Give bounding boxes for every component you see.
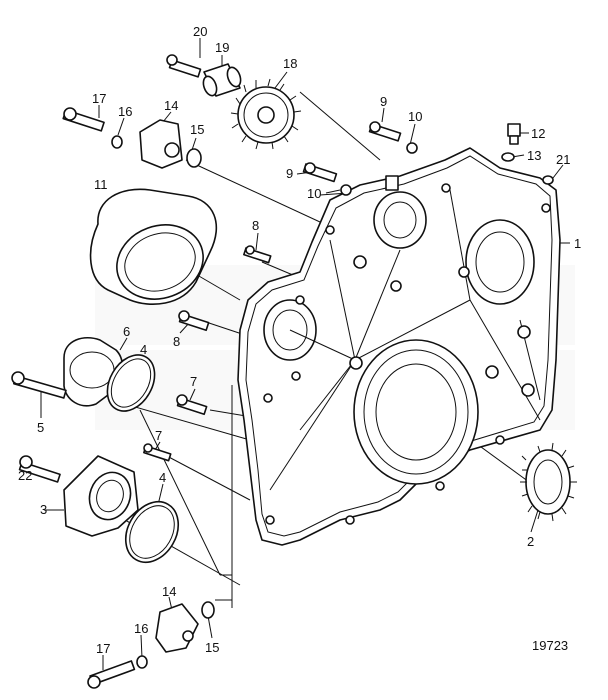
callout-20: 20 <box>193 24 207 39</box>
callout-9-mid: 9 <box>286 166 293 181</box>
bracket-assembly-bottom <box>87 601 215 689</box>
left-side-parts <box>11 310 210 563</box>
drawing-reference-number: 19723 <box>532 638 568 653</box>
small-fasteners-top-right <box>243 121 554 264</box>
callout-18: 18 <box>283 56 297 71</box>
callout-13: 13 <box>527 148 541 163</box>
callout-14-bottom: 14 <box>162 584 176 599</box>
crankshaft-seal <box>89 188 218 305</box>
callout-21: 21 <box>556 152 570 167</box>
callout-5: 5 <box>37 420 44 435</box>
shaft-and-screw-top <box>166 54 242 97</box>
callout-22: 22 <box>18 468 32 483</box>
callout-10-mid: 10 <box>307 186 321 201</box>
crankshaft-gear <box>520 442 577 522</box>
callout-10-top: 10 <box>408 109 422 124</box>
callout-8-upper: 8 <box>252 218 259 233</box>
callout-12: 12 <box>531 126 545 141</box>
callout-17-bottom: 17 <box>96 641 110 656</box>
callout-3: 3 <box>40 502 47 517</box>
callout-7-lower: 7 <box>155 428 162 443</box>
callout-15-bottom: 15 <box>205 640 219 655</box>
callout-4-lower: 4 <box>159 470 166 485</box>
callout-9-top: 9 <box>380 94 387 109</box>
bracket-assembly-top <box>62 107 202 169</box>
callout-4-upper: 4 <box>140 342 147 357</box>
callout-1: 1 <box>574 236 581 251</box>
timing-gear-housing <box>237 147 561 546</box>
callout-16-bottom: 16 <box>134 621 148 636</box>
callout-14: 14 <box>164 98 178 113</box>
idler-gear-top <box>230 78 302 150</box>
callout-19: 19 <box>215 40 229 55</box>
callout-11: 11 <box>94 177 108 192</box>
callout-16: 16 <box>118 104 132 119</box>
callout-17: 17 <box>92 91 106 106</box>
callout-6: 6 <box>123 324 130 339</box>
callout-2: 2 <box>527 534 534 549</box>
callout-15: 15 <box>190 122 204 137</box>
callout-7-upper: 7 <box>190 374 197 389</box>
callout-8-lower: 8 <box>173 334 180 349</box>
callout-labels: 20 19 18 17 16 14 15 9 10 12 13 21 11 9 … <box>18 24 581 656</box>
